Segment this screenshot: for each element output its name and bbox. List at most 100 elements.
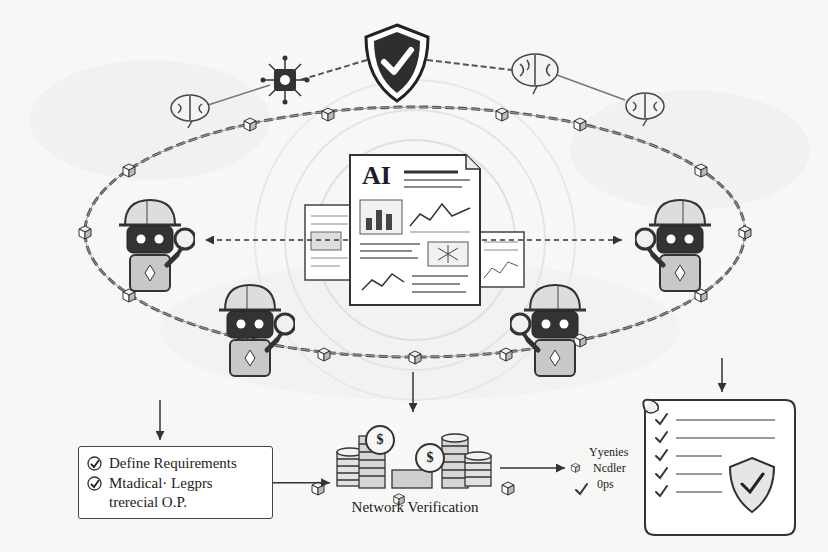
network-links	[427, 60, 512, 70]
node-text: Network Verification	[352, 498, 479, 516]
flow-arrow	[160, 240, 722, 440]
ai-document	[410, 232, 470, 233]
side-documents	[311, 232, 341, 250]
coin-stacks	[416, 444, 444, 472]
inspector-robot	[635, 200, 711, 291]
network-links	[208, 85, 270, 105]
brain-icon	[633, 94, 657, 118]
circuit-chip	[305, 78, 310, 83]
side-documents	[311, 216, 348, 217]
ai-document	[412, 283, 460, 285]
brain-icon	[643, 119, 647, 126]
coin-stacks	[442, 434, 468, 442]
ai-document	[360, 200, 402, 234]
circuit-chip	[269, 64, 301, 96]
checklist-scroll	[656, 414, 667, 496]
circuit-chip	[269, 64, 301, 96]
blockchain-ring	[500, 348, 512, 361]
check-icon	[87, 476, 102, 491]
checklist-scroll	[656, 486, 667, 496]
brain-icon	[512, 54, 558, 86]
ai-document	[404, 171, 458, 174]
ai-document	[466, 155, 480, 169]
small-blocks	[312, 482, 324, 495]
coin-stacks	[442, 446, 468, 478]
security-shield	[384, 50, 411, 72]
coin-stacks	[465, 452, 491, 460]
ai-document	[362, 274, 404, 290]
node-text: Yyenies	[589, 444, 628, 460]
side-documents	[305, 205, 355, 280]
output-marks	[576, 484, 587, 494]
ai-document	[360, 257, 418, 259]
blockchain-ring	[322, 108, 334, 121]
node-text: Define Requirements	[109, 454, 262, 473]
brain-icon	[188, 121, 192, 128]
flow-arrow	[721, 358, 723, 392]
coin-stacks	[465, 463, 491, 477]
circuit-chip	[261, 56, 310, 105]
inspector-robot	[510, 285, 586, 376]
side-documents	[484, 242, 518, 243]
check-icon	[88, 457, 101, 470]
security-shield	[366, 25, 428, 101]
blockchain-ring	[79, 226, 91, 239]
circuit-chip	[283, 56, 288, 61]
node-text: 0ps	[597, 476, 628, 492]
blockchain-ring	[695, 164, 707, 177]
ai-document	[428, 242, 468, 266]
flow-connector	[500, 467, 565, 469]
blockchain-ring	[85, 107, 745, 357]
verification-node: Network Verification	[330, 415, 500, 520]
node-text: AI	[362, 163, 391, 189]
checklist-scroll	[656, 468, 667, 478]
ai-document	[438, 245, 458, 263]
checklist-scroll	[730, 458, 774, 512]
document-node: AI	[350, 155, 480, 305]
brain-icon	[171, 54, 664, 128]
ai-document	[350, 155, 480, 305]
output-node: YyeniesNcdler0ps	[565, 440, 634, 496]
coin-stacks	[442, 438, 468, 488]
brain-icon	[171, 95, 209, 121]
check-icon	[91, 460, 99, 467]
brain-icon	[533, 86, 537, 94]
coin-symbol: $	[377, 433, 384, 447]
output-marks	[571, 463, 587, 494]
node-text: Mtadical· Legprs trerecial O.P.	[109, 474, 262, 512]
blockchain-ring	[739, 226, 751, 239]
network-links	[300, 60, 367, 80]
check-icon	[87, 456, 102, 471]
side-documents	[311, 266, 340, 267]
brain-icon	[178, 96, 202, 120]
checklist-scroll	[676, 491, 722, 493]
side-documents	[311, 258, 348, 259]
checklist-scroll	[676, 473, 722, 475]
coin-symbol: $	[427, 451, 434, 465]
check-icon	[91, 480, 99, 487]
flow-arrow	[482, 239, 622, 241]
circuit-chip	[280, 75, 290, 85]
checklist-scroll	[676, 437, 775, 439]
coin-stacks	[366, 426, 394, 454]
inspector-robot	[219, 285, 295, 376]
side-documents	[311, 224, 348, 225]
blockchain-ring	[85, 107, 745, 357]
coin-stacks	[337, 426, 491, 488]
checklist-scroll	[656, 432, 667, 442]
side-documents	[484, 262, 518, 278]
side-documents	[484, 250, 518, 251]
blockchain-ring	[244, 118, 256, 131]
blockchain-ring	[123, 164, 135, 177]
node-text: Ncdler	[593, 460, 628, 476]
security-shield	[366, 25, 428, 101]
blockchain-ring	[318, 348, 330, 361]
ai-document	[404, 179, 470, 181]
checklist-scroll	[676, 455, 722, 457]
background-texture	[570, 90, 810, 210]
ai-document	[410, 204, 470, 226]
coin-stacks	[392, 470, 432, 488]
blockchain-ring	[79, 107, 751, 364]
ai-document	[360, 250, 412, 252]
